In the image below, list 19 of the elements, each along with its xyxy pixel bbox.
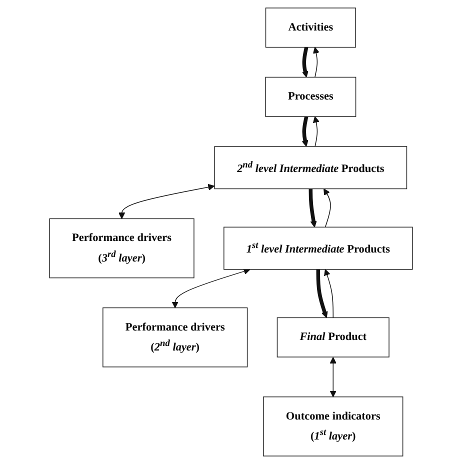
arrow (302, 46, 308, 78)
arrow (308, 188, 317, 228)
node-box: 2$^{nd}$ level Intermediate Products (214, 146, 408, 190)
arrow (172, 268, 250, 308)
node-box: 1$^{st}$ level Intermediate Products (224, 226, 413, 270)
node-box: Activities (265, 8, 356, 48)
arrow (324, 188, 331, 228)
arrow (330, 357, 336, 398)
node-box: Final Product (276, 317, 390, 358)
arrow (312, 116, 320, 147)
arrow (324, 269, 334, 318)
node-box: Outcome indicators (1$^{st}$ layer) (263, 396, 404, 456)
arrow (316, 269, 328, 318)
node-box: Performance drivers (3$^{rd}$ layer) (49, 218, 194, 278)
node-box: Performance drivers (2$^{nd}$ layer) (102, 307, 248, 368)
arrow (312, 47, 320, 78)
node-box: Processes (265, 76, 356, 117)
arrow (118, 184, 215, 219)
arrow (302, 116, 308, 147)
